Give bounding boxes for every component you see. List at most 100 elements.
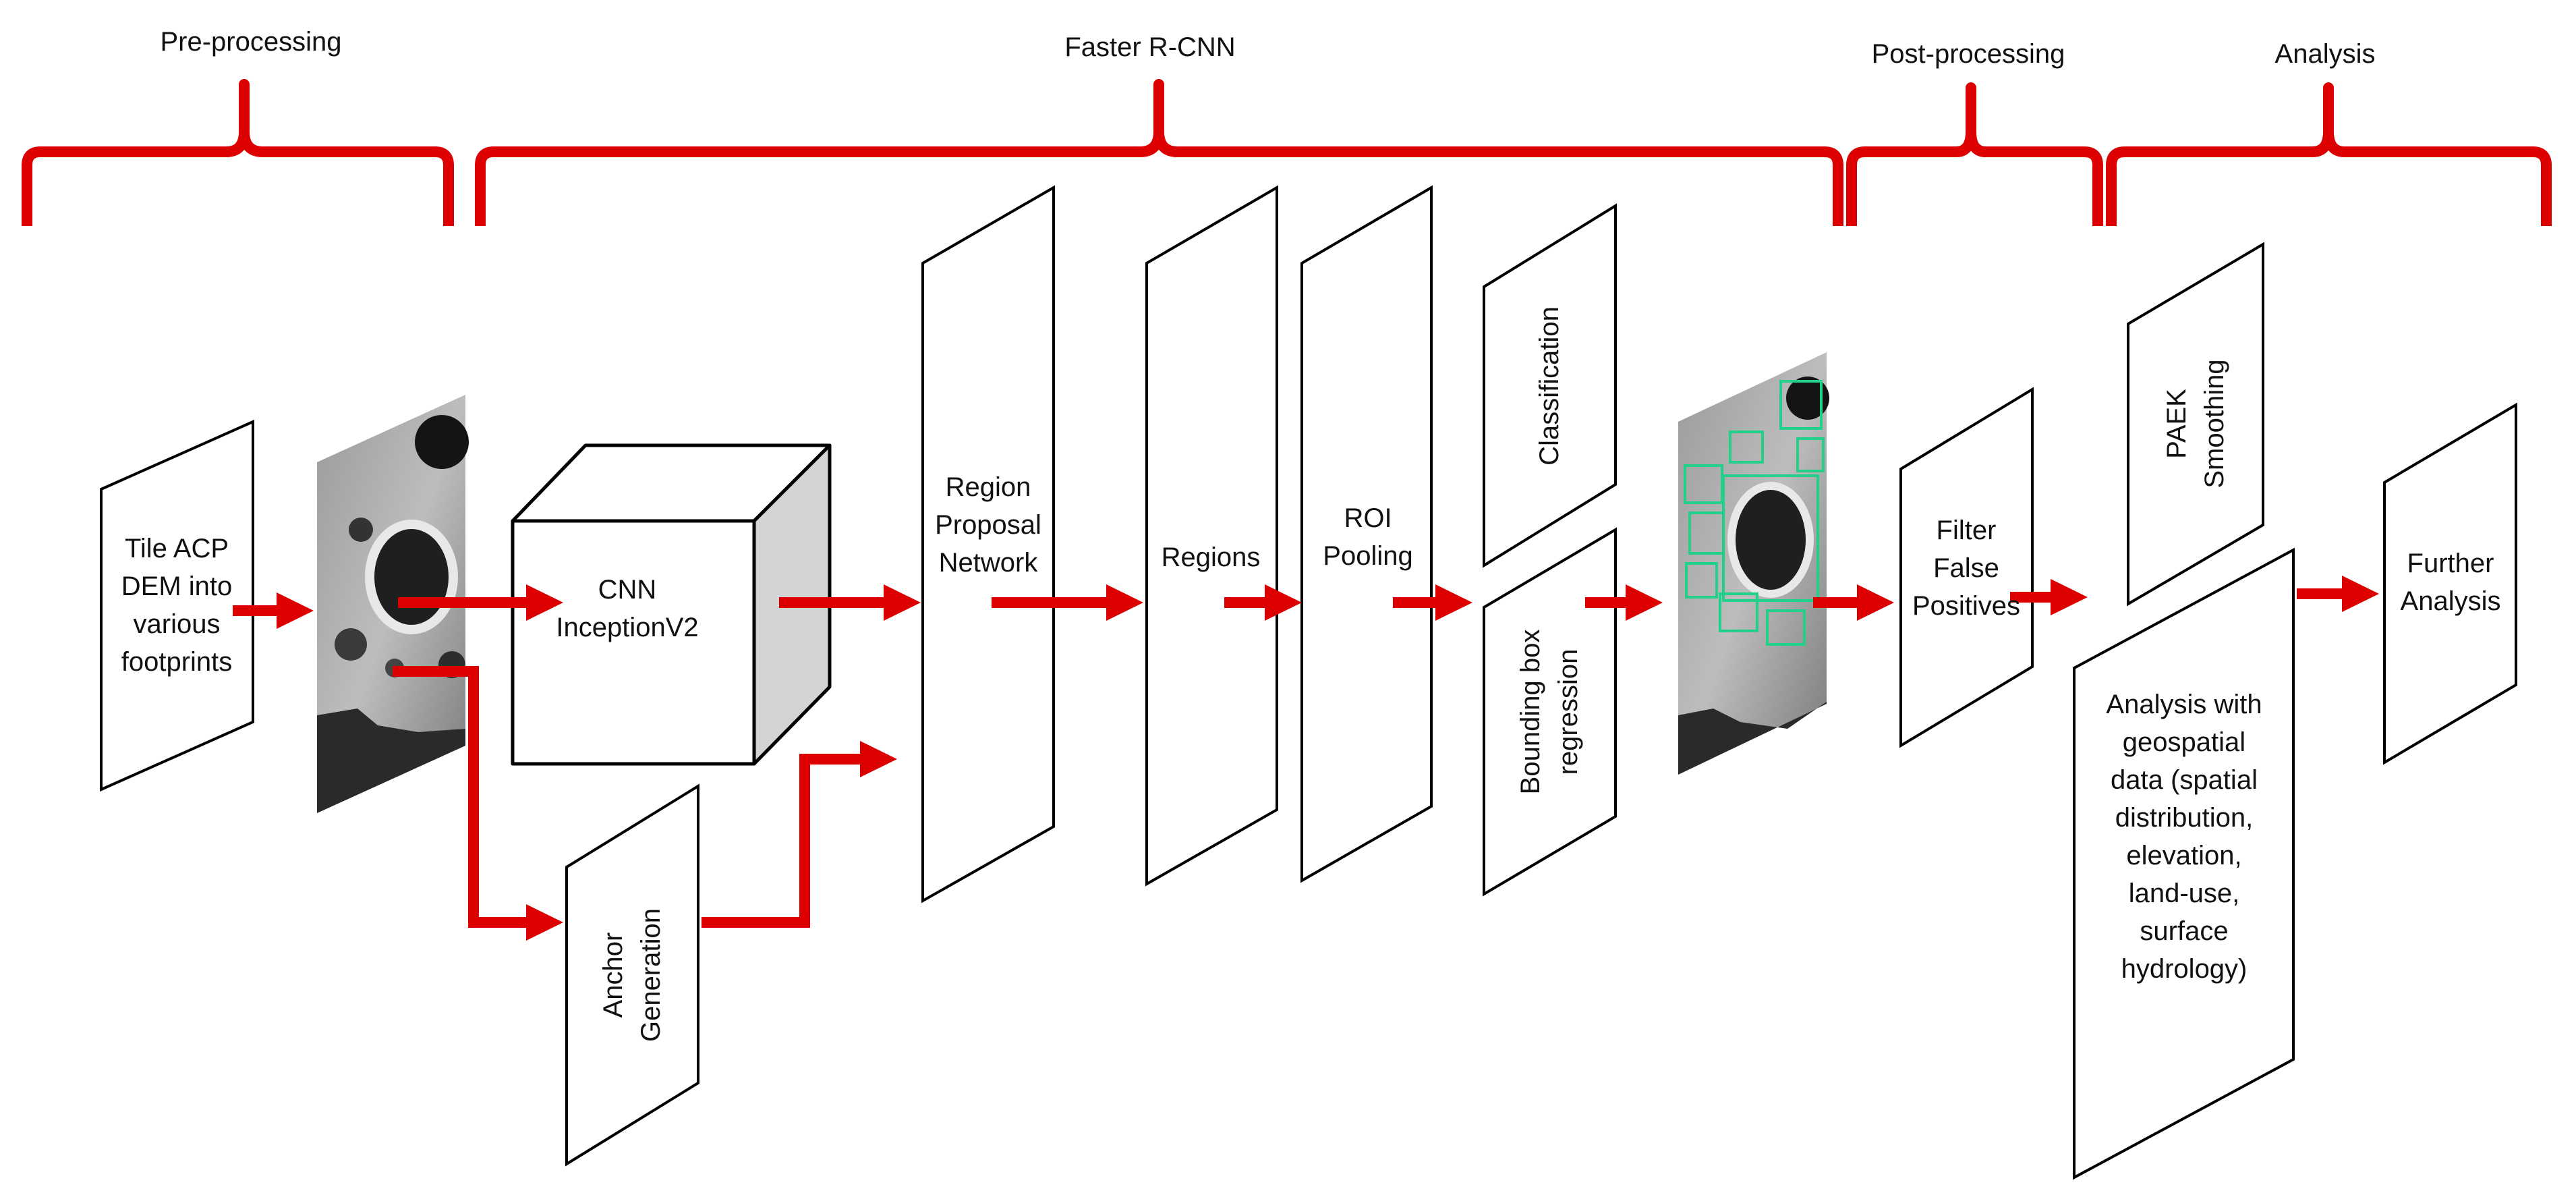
classification-label-line: Classification (1535, 306, 1564, 466)
arrow-anchor-to-rpn-head (860, 741, 897, 777)
rpn-label-line: Region (945, 472, 1031, 502)
detection-crater-top (1786, 377, 1829, 420)
stage-label-analysis: Analysis (2274, 39, 2376, 69)
cnn-label-line: InceptionV2 (556, 613, 699, 642)
bbox-label-line: regression (1553, 648, 1583, 775)
arrow-dem-to-anchor-head (526, 904, 563, 941)
geospatial-label-line: Analysis with (2106, 690, 2262, 719)
dem-crater-top (415, 415, 469, 469)
dem-crater-small-1 (349, 518, 373, 542)
dem-image (317, 395, 469, 813)
stage-label-postprocessing: Post-processing (1871, 39, 2065, 69)
detection-box-3 (1688, 511, 1725, 555)
stage-label-preprocessing: Pre-processing (160, 27, 342, 57)
dem-image-shadow (317, 709, 465, 813)
dem-crater-small-2 (335, 628, 367, 661)
detection-image-shadow (1678, 702, 1827, 775)
regions-label: Regions (1162, 538, 1261, 576)
arrow-anchor-to-rpn (702, 754, 860, 928)
stage-braces (22, 79, 2552, 226)
geospatial-label: Analysis with geospatial data (spatial d… (2106, 686, 2262, 988)
anchor-label-line: Generation (636, 908, 666, 1042)
detection-box-5 (1719, 592, 1758, 632)
detection-crater-large (1727, 482, 1814, 598)
detection-boxes (1684, 380, 1825, 646)
arrow-tile-to-dem-head (277, 592, 314, 629)
geospatial-label-line: land-use, (2128, 879, 2240, 908)
further-box (2383, 402, 2517, 765)
filter-label-line: False (1933, 553, 1999, 583)
tile-label-line: DEM into (121, 572, 233, 601)
filter-label-line: Filter (1936, 516, 1997, 545)
geospatial-label-line: elevation, (2126, 841, 2242, 870)
geospatial-label-line: hydrology) (2121, 954, 2248, 984)
arrow-regions-to-roi-head (1265, 584, 1302, 621)
geospatial-label-line: surface (2140, 916, 2229, 946)
anchor-label: Anchor Generation (594, 908, 670, 1042)
roi-box (1300, 185, 1433, 883)
roi-label-line: ROI (1344, 503, 1392, 533)
further-label-line: Analysis (2400, 586, 2501, 616)
tile-label-line: Tile ACP (124, 534, 229, 563)
detection-box-2 (1684, 464, 1723, 504)
anchor-label-line: Anchor (598, 932, 628, 1018)
filter-label-line: Positives (1912, 591, 2021, 621)
brace-preprocessing (22, 79, 454, 226)
arrow-to-further-head (2342, 576, 2379, 612)
classification-label: Classification (1530, 306, 1568, 466)
bbox-box (1483, 527, 1617, 897)
cnn-label-line: CNN (598, 575, 657, 605)
rpn-label-line: Proposal (935, 510, 1041, 540)
arrow-detections-to-filter-head (1857, 584, 1894, 621)
tile-box (100, 419, 254, 792)
arrow-heads-to-detections-head (1626, 584, 1663, 621)
detection-image (1678, 352, 1829, 775)
geospatial-label-line: distribution, (2115, 803, 2254, 833)
dem-crater-large (365, 520, 458, 634)
further-label-line: Further (2407, 549, 2494, 578)
bbox-label: Bounding box regression (1512, 630, 1587, 795)
tile-label-line: footprints (121, 647, 233, 677)
paek-label-line: PAEK (2162, 389, 2192, 459)
classification-box (1483, 203, 1617, 568)
detection-box-9 (1796, 437, 1825, 472)
arrow-rpn-to-regions-head (1106, 584, 1143, 621)
stage-label-faster-rcnn: Faster R-CNN (1064, 32, 1236, 62)
arrow-roi-to-heads-head (1435, 584, 1472, 621)
further-label: Further Analysis (2401, 545, 2501, 620)
detection-box-7 (1779, 380, 1823, 430)
paek-box (2127, 242, 2264, 607)
geospatial-box (2073, 547, 2295, 1180)
paek-label-line: Smoothing (2200, 359, 2229, 489)
anchor-box (565, 783, 699, 1167)
arrow-cnn-to-rpn-head (884, 584, 921, 621)
rpn-label-line: Network (938, 548, 1038, 578)
process-boxes (100, 185, 2517, 1180)
cnn-cube (511, 443, 832, 766)
detection-box-6 (1766, 609, 1806, 646)
geospatial-label-line: data (spatial (2111, 765, 2258, 795)
detection-box-8 (1729, 431, 1764, 464)
tile-label: Tile ACP DEM into various footprints (121, 530, 233, 681)
brace-postprocessing (1846, 82, 2103, 226)
brace-faster-rcnn (475, 79, 1843, 226)
brace-analysis (2106, 82, 2552, 226)
regions-label-line: Regions (1161, 543, 1261, 572)
roi-label: ROI Pooling (1323, 499, 1412, 575)
roi-label-line: Pooling (1323, 541, 1413, 571)
arrow-filter-to-analysis-head (2051, 579, 2088, 615)
paek-label: PAEK Smoothing (2158, 359, 2233, 488)
geospatial-label-line: geospatial (2122, 727, 2246, 757)
filter-label: Filter False Positives (1912, 511, 2020, 625)
cnn-label: CNN InceptionV2 (556, 571, 698, 646)
arrow-dem-to-anchor (393, 666, 526, 928)
rpn-label: Region Proposal Network (935, 468, 1041, 582)
arrow-dem-to-cnn-head (526, 584, 563, 621)
arrows (233, 576, 2379, 941)
cnn-cube-front (511, 519, 756, 766)
rpn-box (921, 185, 1055, 904)
detection-box-4 (1685, 562, 1718, 599)
filter-box (1899, 387, 2034, 748)
regions-box (1145, 185, 1278, 887)
